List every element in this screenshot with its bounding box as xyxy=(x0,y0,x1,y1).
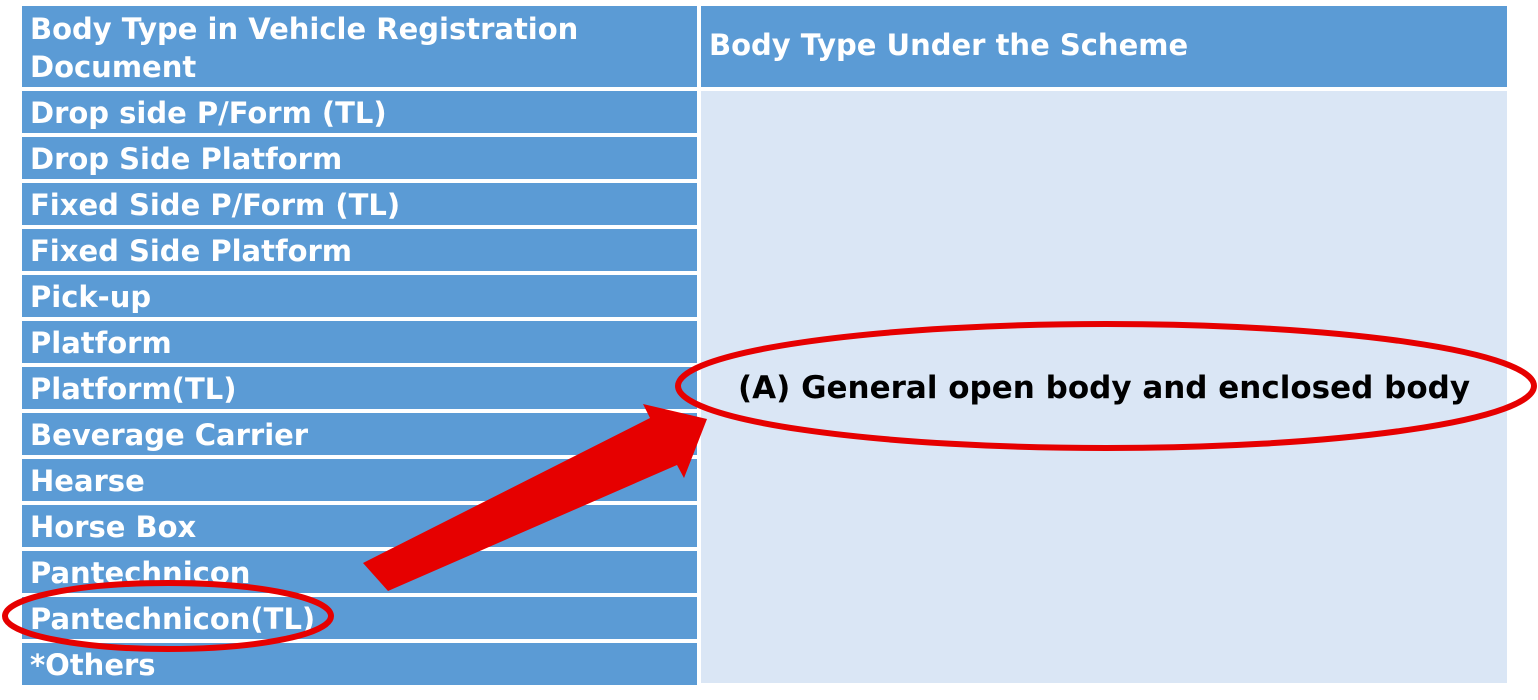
row-horse-box: Horse Box xyxy=(22,505,697,547)
row-pantechnicon-tl: Pantechnicon(TL) xyxy=(22,597,697,639)
row-fixed-side-platform: Fixed Side Platform xyxy=(22,229,697,271)
row-hearse: Hearse xyxy=(22,459,697,501)
header-registration-body-type: Body Type in Vehicle Registration Docume… xyxy=(22,6,697,87)
scheme-category-label: (A) General open body and enclosed body xyxy=(737,370,1471,406)
row-platform: Platform xyxy=(22,321,697,363)
row-drop-side-platform: Drop Side Platform xyxy=(22,137,697,179)
row-pick-up: Pick-up xyxy=(22,275,697,317)
row-pantechnicon: Pantechnicon xyxy=(22,551,697,593)
row-platform-tl: Platform(TL) xyxy=(22,367,697,409)
row-others: *Others xyxy=(22,643,697,685)
header-scheme-body-type: Body Type Under the Scheme xyxy=(701,6,1507,87)
row-drop-side-pform-tl: Drop side P/Form (TL) xyxy=(22,91,697,133)
row-fixed-side-pform-tl: Fixed Side P/Form (TL) xyxy=(22,183,697,225)
row-beverage-carrier: Beverage Carrier xyxy=(22,413,697,455)
